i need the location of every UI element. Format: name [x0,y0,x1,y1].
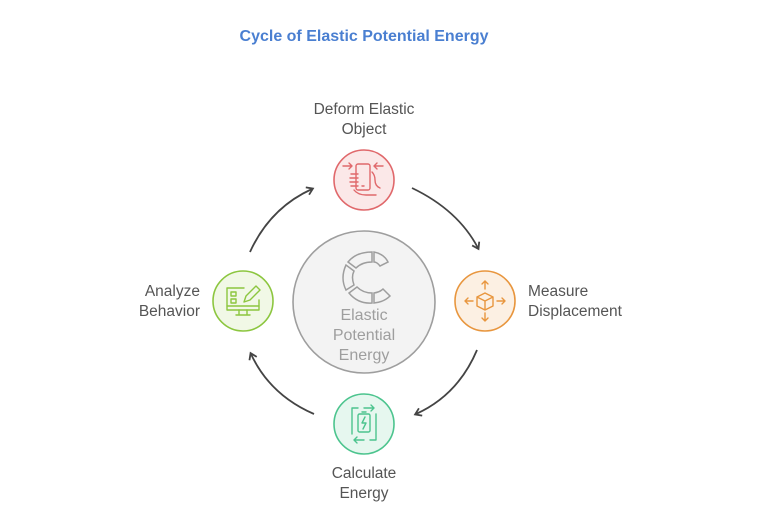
deform-label: Deform Elastic Object [284,100,444,140]
arrow-measure-to-calculate [413,349,478,417]
monitor-pencil-icon [226,285,261,316]
c-segment-icon [342,251,392,304]
analyze-label: Analyze Behavior [100,282,200,322]
calculate-node[interactable] [333,393,395,455]
battery-cycle-icon [351,404,377,444]
arrow-analyze-to-deform [249,186,315,253]
analyze-node[interactable] [212,270,274,332]
deform-label-line1: Deform Elastic [313,101,415,118]
arrow-deform-to-measure [411,187,481,251]
cube-arrows-icon [464,280,506,322]
arrow-calculate-to-analyze [248,351,315,415]
calculate-label-line2: Energy [339,485,389,502]
center-label-line2: Potential [332,327,396,344]
analyze-label-line2: Behavior [138,303,200,320]
center-label: Elastic Potential Energy [294,306,434,366]
calculate-label: Calculate Energy [284,464,444,504]
center-node [292,230,436,374]
analyze-label-line1: Analyze [144,283,200,300]
measure-label-line1: Measure [528,283,589,300]
measure-label-line2: Displacement [528,303,622,320]
hand-squeeze-phone-icon [342,162,384,196]
center-label-line1: Elastic [340,307,388,324]
cycle-arrows [248,186,481,417]
measure-label: Measure Displacement [528,282,622,322]
measure-node[interactable] [454,270,516,332]
diagram-title: Cycle of Elastic Potential Energy [239,28,489,45]
deform-label-line2: Object [341,121,387,138]
center-label-line3: Energy [338,347,390,364]
deform-node[interactable] [333,149,395,211]
calculate-label-line1: Calculate [331,465,397,482]
